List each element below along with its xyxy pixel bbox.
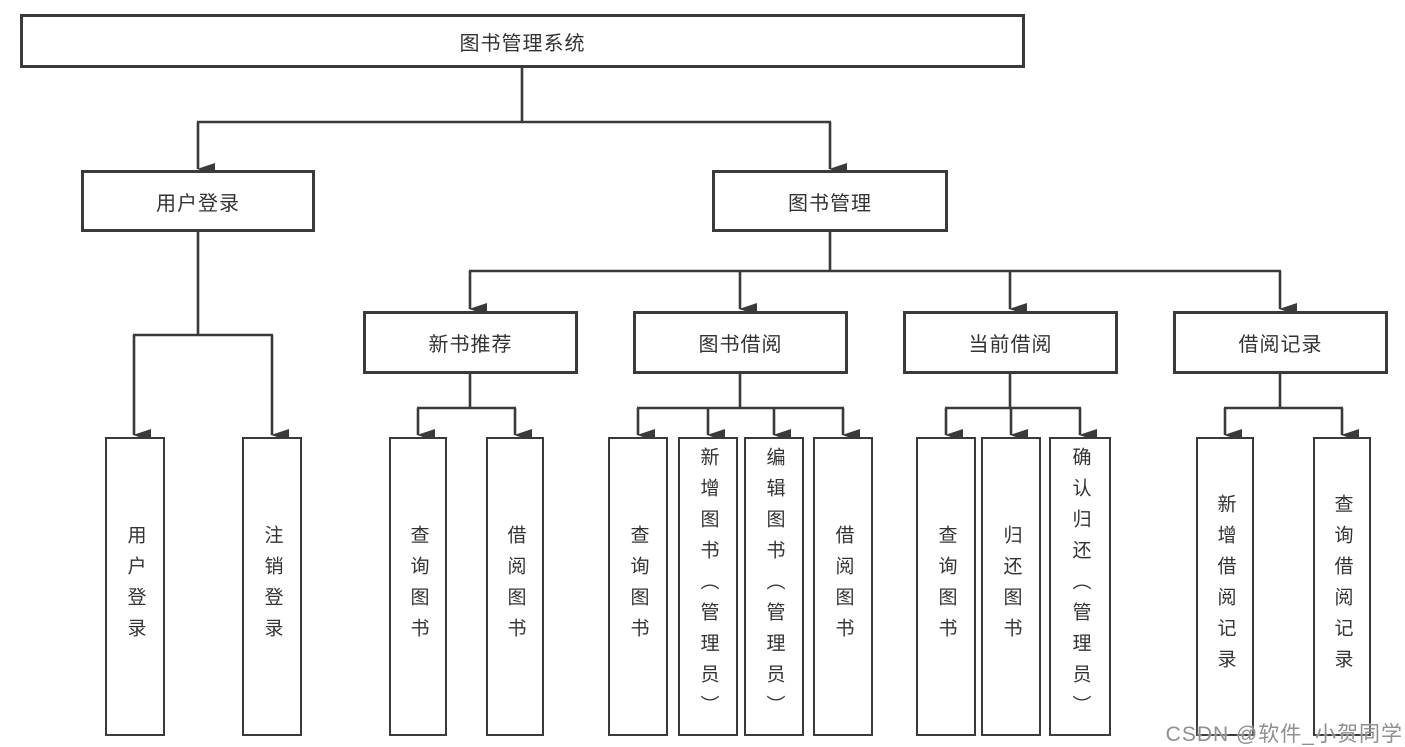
node-label: 图书管理 bbox=[788, 192, 872, 215]
node-book-borrowing: 图书借阅 bbox=[633, 311, 848, 374]
node-new-book-recommendation: 新书推荐 bbox=[363, 311, 578, 374]
node-label: 确认归还（管理员） bbox=[1069, 447, 1091, 726]
node-borrowing-records: 借阅记录 bbox=[1173, 311, 1388, 374]
node-label: 新增借阅记录 bbox=[1214, 493, 1236, 680]
node-label: 编辑图书（管理员） bbox=[763, 447, 785, 726]
node-label: 用户登录 bbox=[124, 524, 146, 649]
node-label: 当前借阅 bbox=[968, 334, 1053, 356]
node-add-books-admin: 新增图书（管理员） bbox=[678, 437, 738, 736]
node-label: 用户登录 bbox=[156, 192, 240, 215]
node-label: 借阅图书 bbox=[504, 524, 526, 649]
node-borrow-books-recommend: 借阅图书 bbox=[486, 437, 544, 736]
node-label: 注销登录 bbox=[261, 524, 283, 649]
watermark-text: CSDN @软件_小贺同学 bbox=[1165, 723, 1403, 746]
node-query-books-current: 查询图书 bbox=[916, 437, 976, 736]
node-label: 查询图书 bbox=[627, 524, 649, 649]
node-query-books-borrowing: 查询图书 bbox=[608, 437, 668, 736]
node-label: 图书管理系统 bbox=[459, 32, 586, 55]
node-borrow-books-borrowing: 借阅图书 bbox=[813, 437, 873, 736]
node-label: 新增图书（管理员） bbox=[697, 447, 719, 726]
node-book-management-branch: 图书管理 bbox=[712, 170, 948, 232]
node-label: 查询图书 bbox=[407, 524, 429, 649]
node-current-borrowing: 当前借阅 bbox=[903, 311, 1118, 374]
node-query-borrow-record: 查询借阅记录 bbox=[1313, 437, 1371, 736]
node-label: 图书借阅 bbox=[698, 334, 783, 356]
node-library-management-system: 图书管理系统 bbox=[20, 14, 1025, 68]
node-label: 查询借阅记录 bbox=[1331, 493, 1353, 680]
node-edit-books-admin: 编辑图书（管理员） bbox=[744, 437, 804, 736]
node-confirm-return-admin: 确认归还（管理员） bbox=[1049, 437, 1111, 736]
node-add-borrow-record: 新增借阅记录 bbox=[1196, 437, 1254, 736]
node-return-books: 归还图书 bbox=[981, 437, 1041, 736]
node-user-login-leaf: 用户登录 bbox=[105, 437, 165, 736]
node-user-login-branch: 用户登录 bbox=[81, 170, 315, 232]
node-logout-leaf: 注销登录 bbox=[242, 437, 302, 736]
node-label: 归还图书 bbox=[1000, 524, 1022, 649]
node-label: 新书推荐 bbox=[428, 334, 513, 356]
node-label: 借阅记录 bbox=[1238, 334, 1323, 356]
node-query-books-recommend: 查询图书 bbox=[389, 437, 447, 736]
node-label: 查询图书 bbox=[935, 524, 957, 649]
node-label: 借阅图书 bbox=[832, 524, 854, 649]
